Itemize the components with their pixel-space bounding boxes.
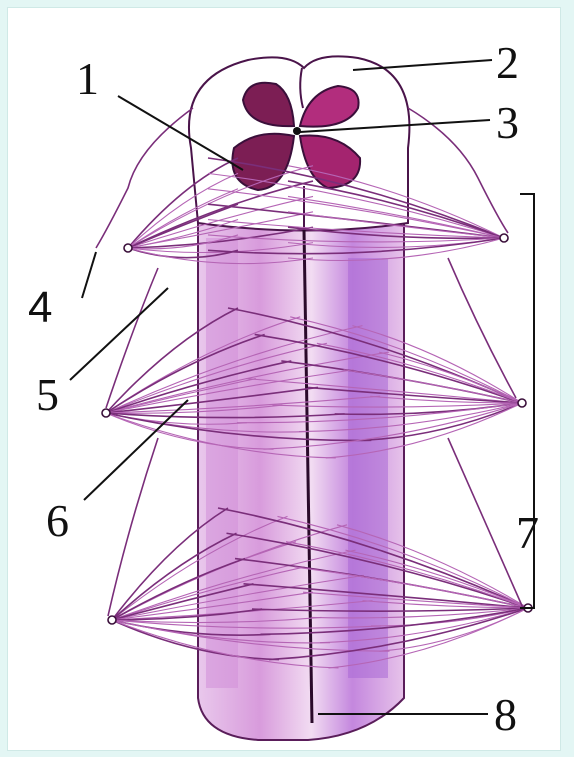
label-1: 1 — [76, 53, 99, 104]
label-4: 4 — [28, 283, 52, 332]
label-5: 5 — [36, 369, 59, 420]
spinal-nerve-stump — [500, 234, 508, 242]
cord-violet-band-right — [348, 258, 388, 678]
spinal-nerve-stump — [518, 399, 526, 407]
illustration-frame: 1 2 3 4 5 6 7 8 — [7, 7, 561, 751]
label-2: 2 — [496, 37, 519, 88]
leader-4 — [82, 252, 96, 298]
spinal-nerve-stump — [124, 244, 132, 252]
label-7: 7 — [516, 507, 539, 558]
spinal-nerve-stump — [102, 409, 110, 417]
cross-section-white-matter — [189, 56, 409, 230]
label-6: 6 — [46, 495, 69, 546]
spinal-nerve-stump — [108, 616, 116, 624]
cord-violet-band-left — [206, 238, 238, 688]
label-3: 3 — [496, 97, 519, 148]
central-canal — [293, 127, 301, 135]
label-8: 8 — [494, 689, 517, 740]
spinal-cord-diagram: 1 2 3 4 5 6 7 8 — [8, 8, 560, 750]
